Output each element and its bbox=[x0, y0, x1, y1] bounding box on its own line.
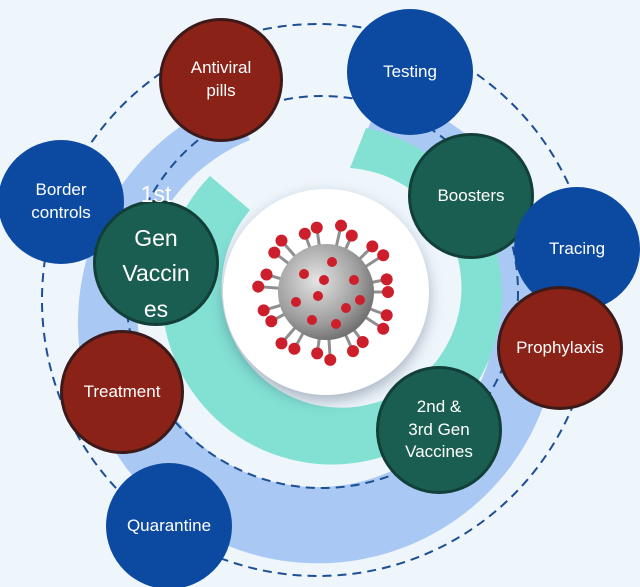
virus-surface-spikes bbox=[291, 257, 365, 329]
virus-spike-head bbox=[377, 249, 390, 262]
virus-surface-spike bbox=[349, 275, 359, 285]
virus-spike-head bbox=[324, 353, 337, 366]
virus-spike-head bbox=[288, 342, 301, 355]
prophylaxis-label: Prophylaxis bbox=[516, 337, 604, 357]
virus-spike-head bbox=[380, 273, 393, 286]
virus-spike-head bbox=[275, 337, 288, 350]
virus-surface-spike bbox=[355, 295, 365, 305]
coronavirus-icon bbox=[252, 219, 394, 366]
border-controls-label: Border controls bbox=[31, 180, 91, 222]
antiviral-pills-node: Antiviral pills bbox=[159, 18, 283, 142]
first-gen-vaccines-overflow-label: 1st bbox=[140, 181, 172, 207]
boosters-label: Boosters bbox=[437, 185, 505, 205]
quarantine-label: Quarantine bbox=[126, 515, 212, 535]
virus-surface-spike bbox=[299, 269, 309, 279]
virus-spike-head bbox=[268, 246, 281, 259]
virus-surface-spike bbox=[313, 291, 323, 301]
testing-node: Testing bbox=[347, 9, 473, 135]
virus-spike-head bbox=[345, 229, 358, 242]
virus-spike-head bbox=[335, 219, 348, 232]
virus-spike-head bbox=[257, 304, 270, 317]
boosters-node: Boosters bbox=[408, 133, 534, 259]
antiviral-pills-label: Antiviral pills bbox=[190, 58, 252, 100]
virus-spike-head bbox=[265, 315, 278, 328]
tracing-label: Tracing bbox=[548, 238, 606, 258]
testing-label: Testing bbox=[383, 61, 437, 81]
virus-spike-head bbox=[275, 234, 288, 247]
treatment-label: Treatment bbox=[83, 381, 161, 401]
prophylaxis-node: Prophylaxis bbox=[497, 286, 623, 410]
virus-spike-head bbox=[366, 240, 379, 253]
virus-spike-head bbox=[380, 309, 393, 322]
virus-spike-head bbox=[311, 347, 324, 360]
second-third-gen-vaccines-label: 2nd & 3rd Gen Vaccines bbox=[405, 396, 473, 462]
virus-spike-head bbox=[310, 221, 323, 234]
first-gen-vaccines-label: Gen Vaccin es bbox=[122, 224, 190, 322]
virus-spike-head bbox=[252, 280, 265, 293]
virus-spike-head bbox=[260, 268, 273, 281]
virus-spike-head bbox=[356, 335, 369, 348]
quarantine-node: Quarantine bbox=[106, 463, 232, 587]
virus-spike-head bbox=[298, 227, 311, 240]
virus-spike-head bbox=[347, 345, 360, 358]
virus-surface-spike bbox=[331, 319, 341, 329]
virus-surface-spike bbox=[319, 275, 329, 285]
first-gen-vaccines-node: Gen Vaccin es bbox=[93, 200, 219, 326]
treatment-node: Treatment bbox=[60, 330, 184, 454]
virus-spike-head bbox=[382, 286, 394, 298]
virus-body bbox=[278, 244, 374, 340]
virus-surface-spike bbox=[291, 297, 301, 307]
inner-ring bbox=[161, 128, 502, 465]
virus-surface-spike bbox=[327, 257, 337, 267]
virus-surface-spike bbox=[307, 315, 317, 325]
virus-spike-head bbox=[377, 322, 390, 335]
second-third-gen-vaccines-node: 2nd & 3rd Gen Vaccines bbox=[376, 366, 502, 494]
virus-surface-spike bbox=[341, 303, 351, 313]
center-disk bbox=[223, 189, 429, 395]
